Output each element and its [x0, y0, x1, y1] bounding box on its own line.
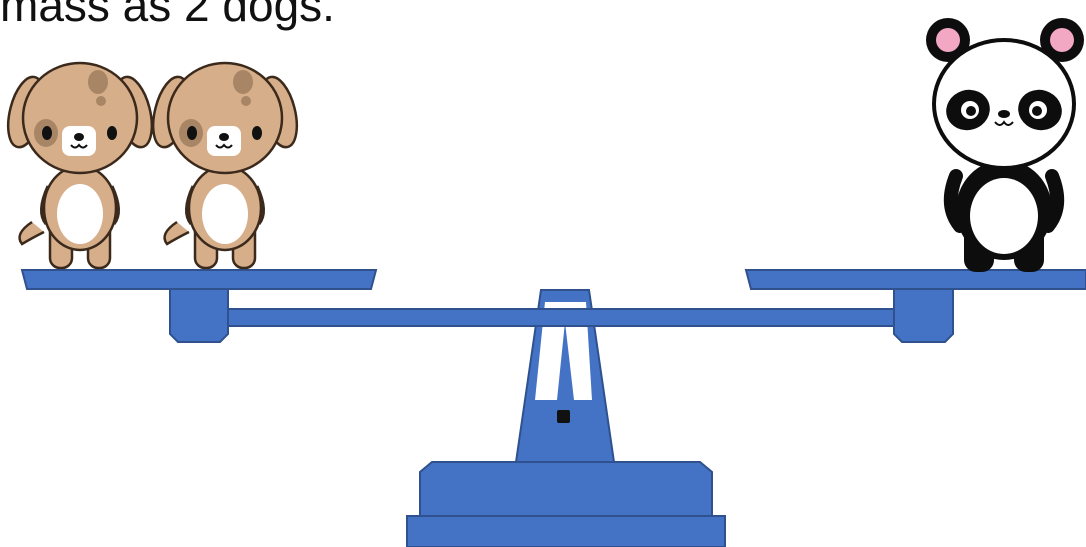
left-pan-support	[170, 286, 228, 342]
dog-illustration-1	[2, 63, 158, 268]
right-pan	[746, 270, 1086, 289]
scale-beam	[222, 309, 898, 326]
scale-pivot-dot	[557, 410, 570, 423]
scale-base-top	[420, 462, 712, 516]
left-pan	[22, 270, 376, 289]
right-pan-support	[894, 286, 953, 342]
dog-illustration-2	[147, 63, 303, 268]
panda-illustration	[926, 18, 1084, 272]
scale-base-bottom	[407, 516, 725, 547]
